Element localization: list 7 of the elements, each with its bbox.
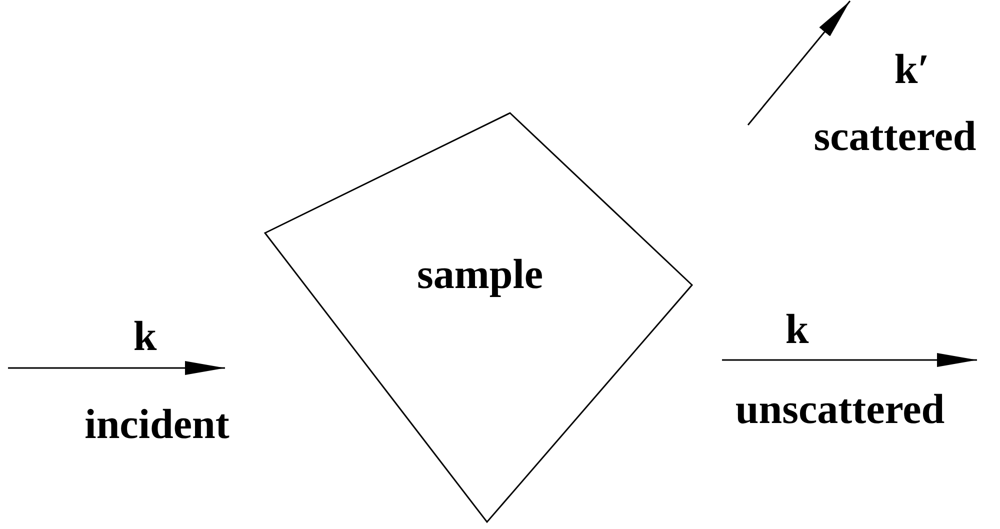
wave-vector-label: k xyxy=(133,316,157,358)
beam-label: incident xyxy=(84,404,230,446)
beam-label: unscattered xyxy=(735,389,945,431)
wave-vector-label: k xyxy=(785,309,809,351)
beam-label: scattered xyxy=(814,116,976,158)
node-label: sample xyxy=(417,254,543,296)
wave-vector-label: k′ xyxy=(894,49,930,91)
